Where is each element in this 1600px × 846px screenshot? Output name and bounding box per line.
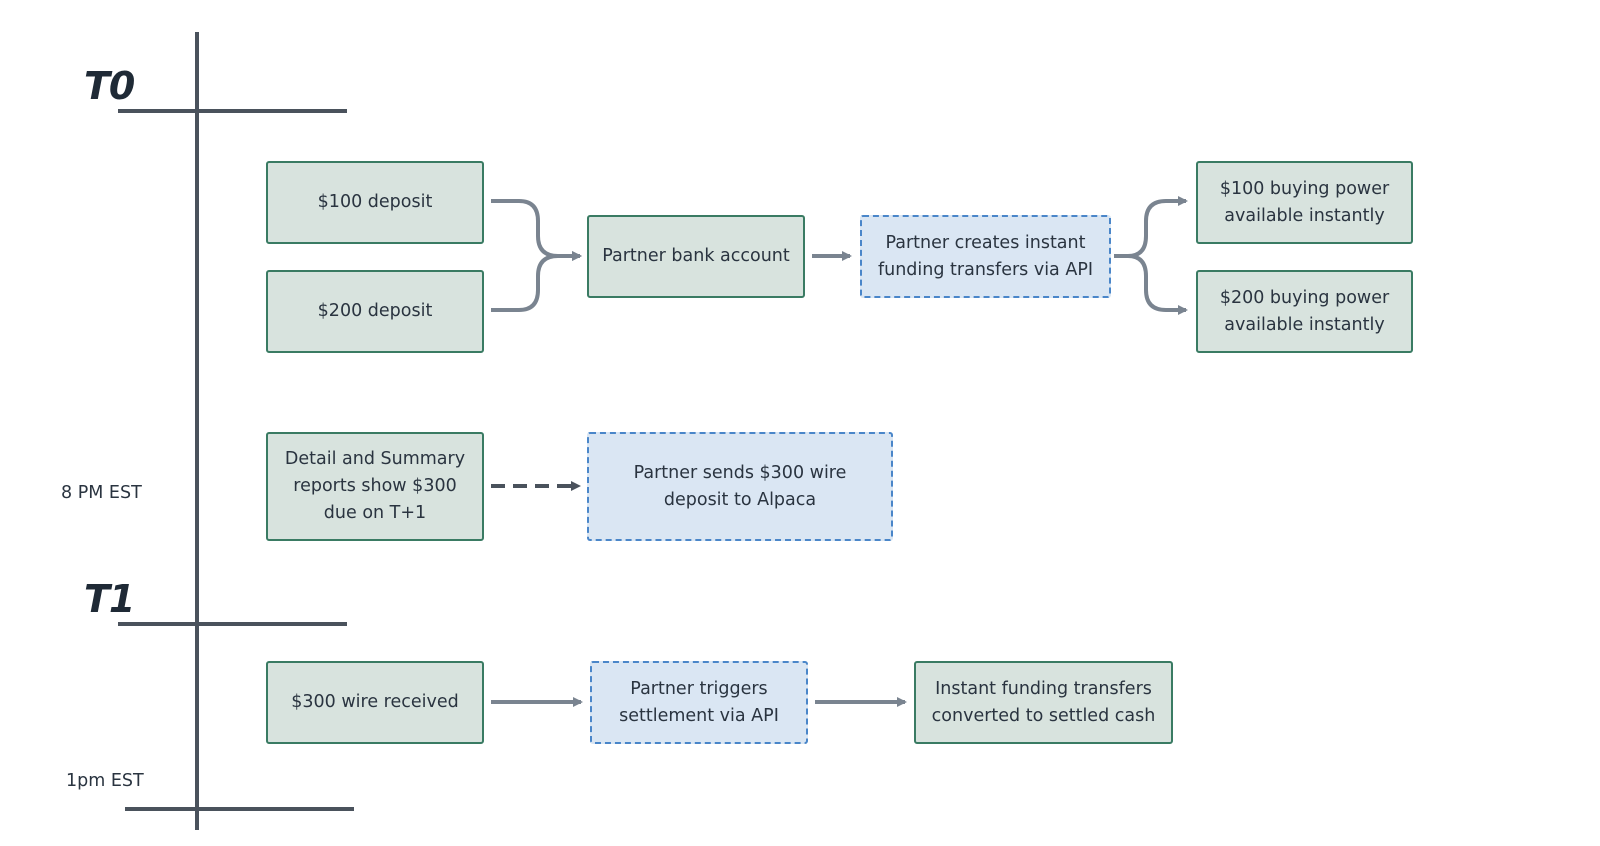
time-1pm-label: 1pm EST: [66, 771, 144, 791]
trigger-settlement-box: Partner triggers settlement via API: [590, 661, 808, 744]
settled-cash-box: Instant funding transfers converted to s…: [914, 661, 1173, 744]
partner-instant-transfers-box: Partner creates instant funding transfer…: [860, 215, 1111, 298]
partner-bank-account-box: Partner bank account: [587, 215, 805, 298]
connector-100-to-bank: [491, 199, 582, 261]
t1-label: T1: [84, 577, 135, 621]
connector-200-to-bank: [491, 251, 582, 312]
wire-received-box: $300 wire received: [266, 661, 484, 744]
connector-instant-to-bp200: [1114, 254, 1188, 315]
t0-label: T0: [84, 64, 135, 108]
connector-instant-to-bp100: [1114, 196, 1188, 258]
deposit-200-box: $200 deposit: [266, 270, 484, 353]
partner-wire-send-box: Partner sends $300 wire deposit to Alpac…: [587, 432, 893, 541]
time-8pm-label: 8 PM EST: [61, 483, 142, 503]
reports-box: Detail and Summary reports show $300 due…: [266, 432, 484, 541]
buying-power-100-box: $100 buying power available instantly: [1196, 161, 1413, 244]
deposit-100-box: $100 deposit: [266, 161, 484, 244]
buying-power-200-box: $200 buying power available instantly: [1196, 270, 1413, 353]
